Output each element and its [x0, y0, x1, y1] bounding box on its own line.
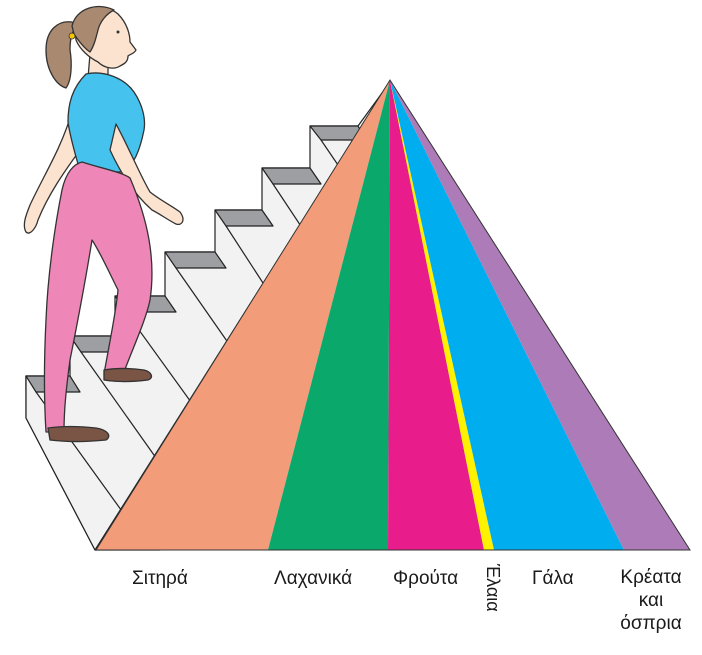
label-vegetables: Λαχανικά — [274, 568, 353, 589]
label-milk: Γάλα — [532, 568, 574, 589]
pyramid-segment-vegetables — [268, 80, 390, 550]
label-cereals: Σιτηρά — [132, 568, 188, 589]
pyramid — [95, 79, 691, 551]
label-meat-legumes: Κρέατα και όσπρια — [612, 566, 690, 635]
label-oil: Έλαια — [483, 564, 503, 612]
pyramid-segment-fruits — [388, 80, 484, 550]
label-fruits: Φρούτα — [393, 568, 459, 589]
label-meat-line-2: και — [638, 590, 664, 611]
label-meat-line-1: Κρέατα — [620, 567, 682, 588]
woman-walking-up-stairs-icon — [23, 5, 184, 443]
label-meat-line-3: όσπρια — [620, 613, 682, 634]
